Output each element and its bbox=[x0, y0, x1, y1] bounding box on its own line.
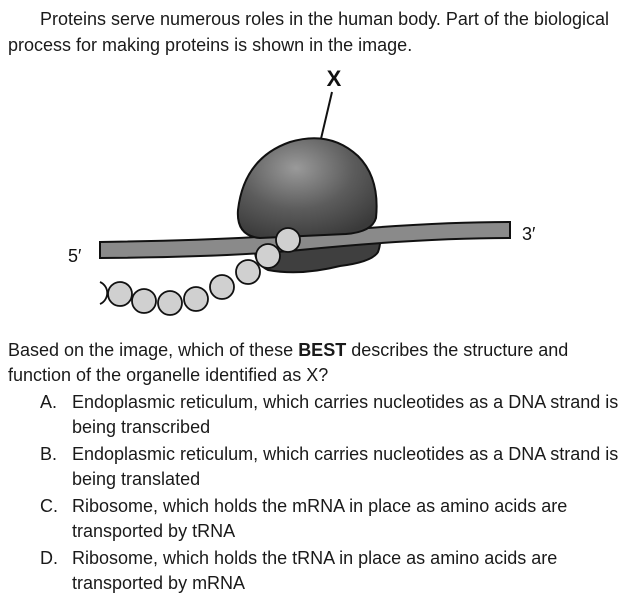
choice-c[interactable]: C. Ribosome, which holds the mRNA in pla… bbox=[40, 494, 628, 544]
choice-text: Endoplasmic reticulum, which carries nuc… bbox=[72, 444, 619, 489]
question-emphasis: BEST bbox=[298, 340, 347, 360]
choice-d[interactable]: D. Ribosome, which holds the tRNA in pla… bbox=[40, 546, 628, 596]
amino-acid bbox=[275, 227, 301, 253]
choice-letter: A. bbox=[40, 392, 58, 412]
label-5-prime: 5′ bbox=[68, 246, 82, 266]
label-x: X bbox=[327, 66, 342, 91]
choice-letter: B. bbox=[40, 444, 58, 464]
amino-acid bbox=[157, 290, 183, 316]
amino-acid bbox=[107, 281, 133, 307]
choice-letter: C. bbox=[40, 496, 58, 516]
amino-acid bbox=[131, 288, 157, 314]
choice-a[interactable]: A. Endoplasmic reticulum, which carries … bbox=[40, 390, 628, 440]
amino-acid bbox=[209, 274, 235, 300]
choice-text: Ribosome, which holds the tRNA in place … bbox=[72, 548, 558, 593]
choice-text: Endoplasmic reticulum, which carries nuc… bbox=[72, 392, 619, 437]
question-text-after: describes the structure and function of … bbox=[8, 340, 569, 385]
question-text-before: Based on the image, which of these bbox=[8, 340, 299, 360]
intro-paragraph: Proteins serve numerous roles in the hum… bbox=[8, 9, 609, 55]
choice-b[interactable]: B. Endoplasmic reticulum, which carries … bbox=[40, 442, 628, 492]
choice-text: Ribosome, which holds the mRNA in place … bbox=[72, 496, 568, 541]
amino-acid bbox=[183, 286, 209, 312]
amino-acid-chain bbox=[99, 227, 301, 316]
question-text: Based on the image, which of these BEST … bbox=[8, 338, 630, 388]
ribosome-large-subunit bbox=[236, 137, 378, 240]
amino-acid bbox=[99, 281, 109, 305]
protein-synthesis-diagram: X 5′ 3′ bbox=[68, 66, 536, 316]
answer-choices: A. Endoplasmic reticulum, which carries … bbox=[40, 390, 628, 598]
amino-acid bbox=[255, 243, 281, 269]
label-3-prime: 3′ bbox=[522, 224, 536, 244]
choice-letter: D. bbox=[40, 548, 58, 568]
amino-acid bbox=[235, 259, 261, 285]
